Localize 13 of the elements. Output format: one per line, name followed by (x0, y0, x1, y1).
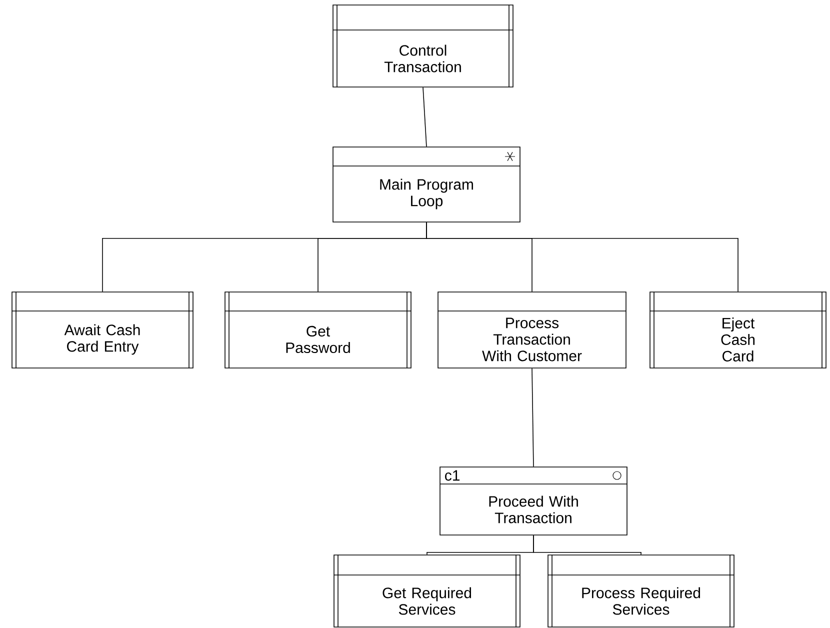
process-box: Process Transaction With Customer (438, 292, 626, 368)
process-box: Control Transaction (332, 4, 514, 88)
process-box: Main Program Loop (332, 146, 520, 222)
process-box: Eject Cash Card (650, 292, 826, 368)
process-box: c1 Proceed With Transaction (440, 466, 628, 536)
process-box: Process Required Services (548, 554, 734, 628)
process-box: Await Cash Card Entry (12, 292, 194, 368)
connector-line (422, 87, 427, 147)
connector-line (426, 222, 738, 292)
process-box: Get Required Services (334, 554, 520, 628)
process-box: Get Password (224, 292, 412, 368)
connector-line (532, 368, 534, 467)
connector-line (533, 535, 642, 555)
